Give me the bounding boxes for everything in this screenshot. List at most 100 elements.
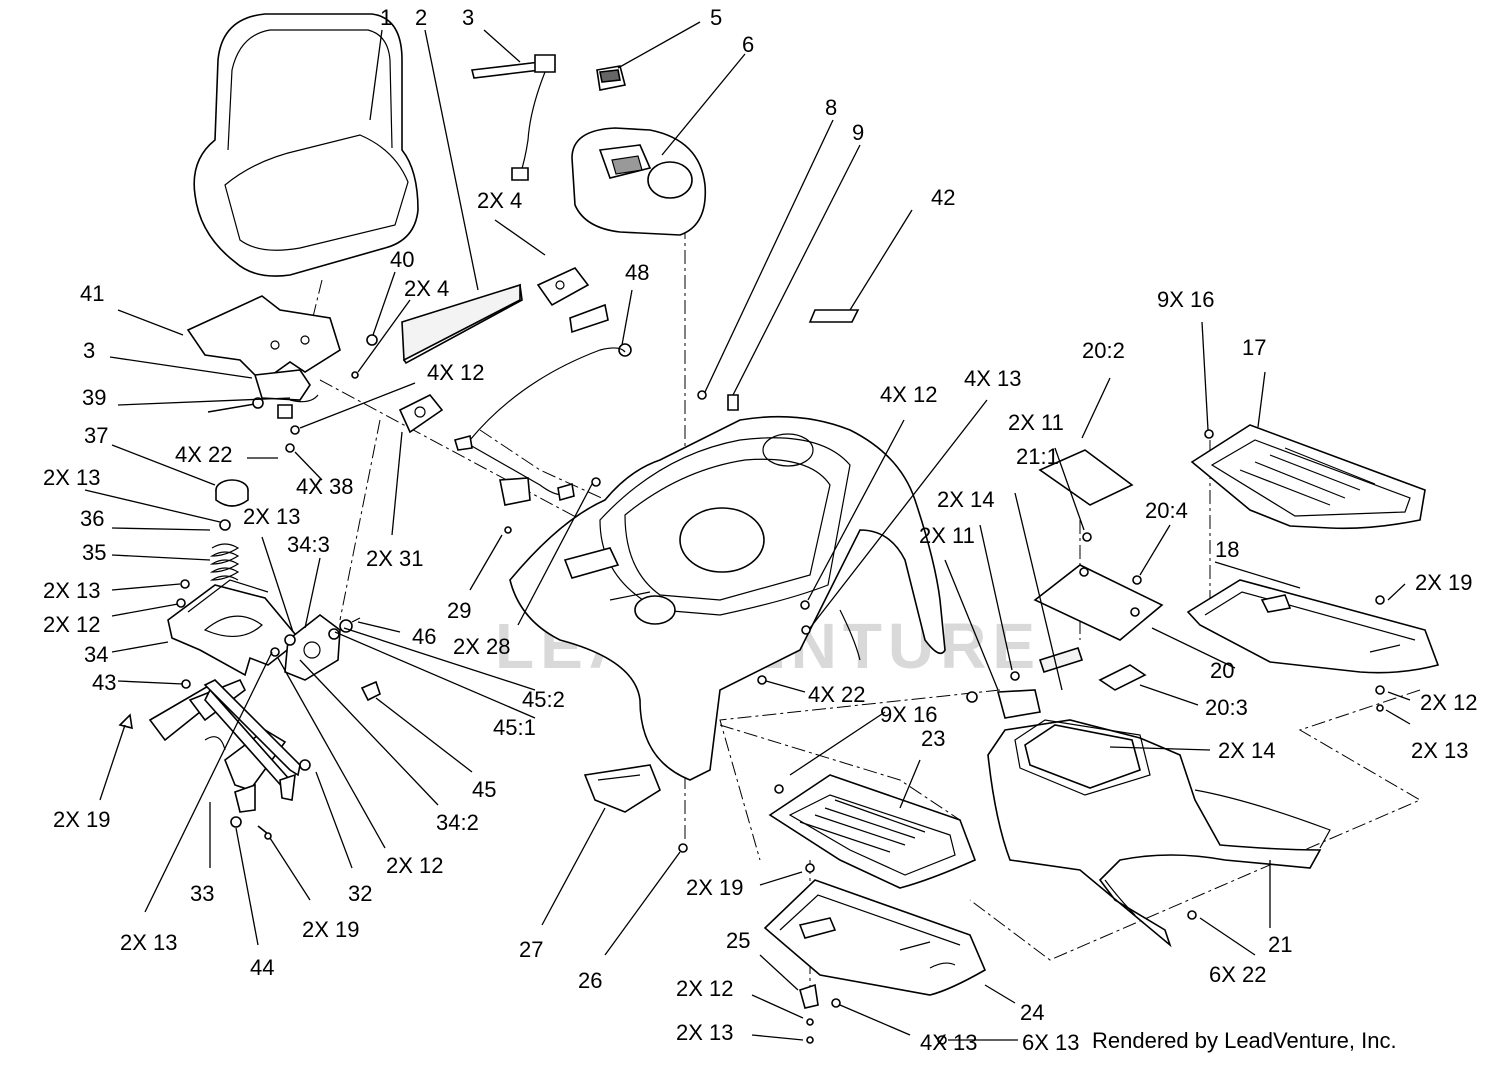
bolt-parts-left [207,334,378,453]
callout-label: 2X 13 [1411,738,1469,763]
adjust-lever-part [203,679,311,801]
callout-label: 20:3 [1205,695,1248,720]
callout-label: 2X 4 [477,188,522,213]
callout-label: 20:2 [1082,338,1125,363]
callout-label: 4X 12 [427,360,485,385]
footrest-bracket-part [799,983,947,1045]
callout-label: 26 [578,968,602,993]
seat-plate-part [186,295,341,384]
callout-label: 3 [83,338,95,363]
callout-label: 25 [726,928,750,953]
center-tunnel-part [987,689,1331,948]
callout-label: 2X 13 [120,930,178,955]
callout-label: 3 [462,5,474,30]
callout-label: 34 [84,642,108,667]
callout-label: 2X 13 [43,465,101,490]
callout-label: 20:4 [1145,498,1188,523]
hinge-bracket-part [536,267,632,357]
callout-label: 2X 19 [1415,570,1473,595]
callout-label: 2X 12 [43,612,101,637]
callout-label: 24 [1020,1000,1044,1025]
callout-label: 2X 14 [1218,738,1276,763]
decal-20-2-part [1038,449,1134,506]
callout-label: 2X 12 [676,976,734,1001]
callout-label: 8 [825,95,837,120]
dash-console-part [571,127,707,236]
callout-label: 6X 13 [1022,1030,1080,1055]
callout-label: 1 [380,5,392,30]
callout-label: 6 [742,32,754,57]
callout-label: 2X 14 [937,487,995,512]
callout-label: 4X 13 [920,1030,978,1055]
right-footrest-pan-part [1186,579,1440,712]
callout-label: 45:1 [493,715,536,740]
lower-hardware-part [118,679,272,840]
credit-text: Rendered by LeadVenture, Inc. [1092,1028,1397,1053]
callout-label: 39 [82,385,106,410]
hitch-plate-part [583,764,661,813]
latch-bracket-part [398,393,444,434]
callout-label: 4X 38 [296,474,354,499]
spring-assembly-part [176,479,249,608]
battery-cover-part [1033,564,1164,691]
callout-label: 2X 12 [386,853,444,878]
callout-label: 4X 22 [175,442,233,467]
lead-wire-part [453,347,626,534]
callout-label: 2X 13 [43,578,101,603]
callout-label: 2X 19 [302,917,360,942]
callout-label: 4X 13 [964,366,1022,391]
callout-label: 45:2 [522,687,565,712]
callout-label: 20 [1210,658,1234,683]
left-footrest-pan-part [763,863,987,996]
body-bolts-part [678,390,811,853]
callout-label: 37 [84,423,108,448]
rear-body-part [509,415,946,781]
callout-label: 4X 12 [880,382,938,407]
callout-label: 2X 19 [53,807,111,832]
callout-label: 2X 28 [453,634,511,659]
callout-label: 2X 4 [404,276,449,301]
leader-lines [84,21,1411,1041]
callout-label: 2X 11 [1008,410,1064,435]
callout-label: 9 [852,120,864,145]
callout-label: 44 [250,955,274,980]
callout-label: 23 [921,726,945,751]
left-foot-mat-part [768,774,977,889]
pivot-bracket-part [270,613,341,681]
callout-label: 34:3 [287,532,330,557]
callout-label: 21 [1268,932,1292,957]
label-42-part [808,309,860,323]
callout-label: 40 [390,247,414,272]
wire-harness-part [471,54,556,181]
callout-label: 2X 13 [243,504,301,529]
callout-label: 33 [190,881,214,906]
callout-label: 45 [472,777,496,802]
callout-label: 2X 11 [919,523,975,548]
callout-label: 27 [519,937,543,962]
callout-label: 34:2 [436,810,479,835]
callout-label: 2X 19 [686,875,744,900]
seat-part [193,13,419,277]
callout-label: 4X 22 [808,682,866,707]
tunnel-hardware-part [966,532,1197,920]
callout-label: 17 [1242,335,1266,360]
callout-label: 18 [1215,537,1239,562]
callout-label: 43 [92,670,116,695]
rocker-switch-part [596,65,626,91]
callout-label: 2X 13 [676,1020,734,1045]
callout-label: 29 [447,598,471,623]
callout-label: 46 [412,624,436,649]
seat-switch-part [253,369,319,419]
callout-label: 9X 16 [1157,287,1215,312]
callout-label: 42 [931,185,955,210]
callout-label: 35 [82,540,106,565]
callout-label: 41 [80,281,104,306]
callout-label: 5 [710,5,722,30]
callout-label: 2X 31 [366,546,424,571]
right-foot-mat-part [1190,424,1426,530]
seat-bracket-part [167,579,302,677]
callout-label: 2 [415,5,427,30]
callout-label: 21:1 [1016,444,1059,469]
